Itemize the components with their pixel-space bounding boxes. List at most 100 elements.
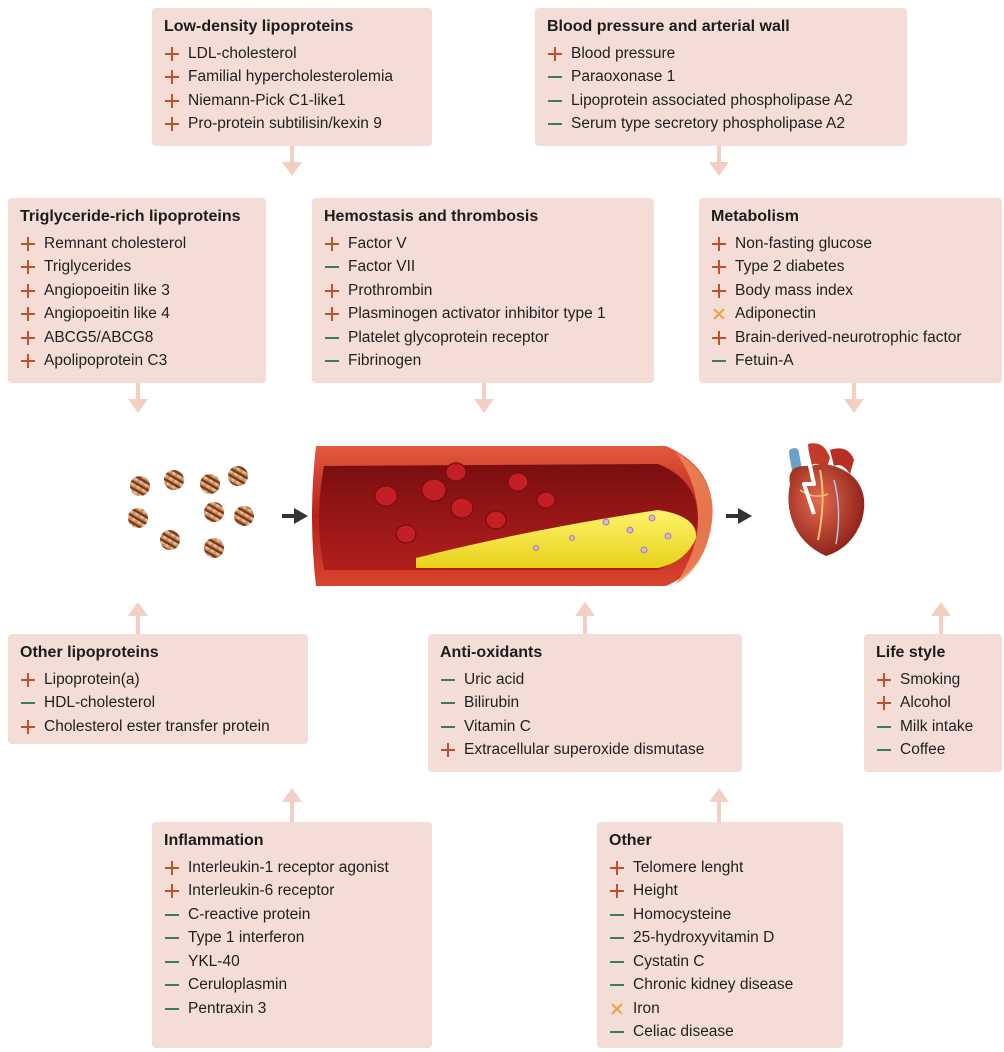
factor-label: Niemann-Pick C1-like1 — [188, 92, 346, 110]
factor-label: Alcohol — [900, 694, 951, 712]
factor-label: Cholesterol ester transfer protein — [44, 718, 270, 736]
factor-item: Platelet glycoprotein receptor — [324, 326, 642, 350]
cross-icon — [711, 306, 727, 322]
factor-item: Lipoprotein(a) — [20, 668, 296, 692]
minus-icon — [876, 742, 892, 758]
factor-label: Body mass index — [735, 282, 853, 300]
plus-icon — [20, 353, 36, 369]
minus-icon — [164, 1001, 180, 1017]
factor-item: Coffee — [876, 739, 990, 763]
factor-item: Non-fasting glucose — [711, 232, 990, 256]
factor-item: Telomere lenght — [609, 856, 831, 880]
factor-item: Bilirubin — [440, 692, 730, 716]
factor-label: Adiponectin — [735, 305, 816, 323]
arrow-hemo-down — [472, 383, 496, 415]
factor-item: LDL-cholesterol — [164, 42, 420, 66]
plus-icon — [440, 742, 456, 758]
factor-label: Platelet glycoprotein receptor — [348, 329, 549, 347]
plus-icon — [711, 330, 727, 346]
factor-label: Familial hypercholesterolemia — [188, 68, 393, 86]
arrow-bp-down — [707, 146, 731, 178]
factor-label: Lipoprotein associated phospholipase A2 — [571, 92, 853, 110]
minus-icon — [609, 1024, 625, 1040]
factor-label: Plasminogen activator inhibitor type 1 — [348, 305, 606, 323]
factor-item: Ceruloplasmin — [164, 974, 420, 998]
factor-item: YKL-40 — [164, 950, 420, 974]
plus-icon — [547, 46, 563, 62]
lipoprotein-particles-illustration — [110, 460, 270, 570]
factor-item: Angiopoeitin like 3 — [20, 279, 254, 303]
factor-item: Brain-derived-neurotrophic factor — [711, 326, 990, 350]
plus-icon — [324, 306, 340, 322]
plus-icon — [20, 719, 36, 735]
factor-item: Smoking — [876, 668, 990, 692]
arrow-artery-to-heart — [726, 506, 754, 526]
factor-label: Non-fasting glucose — [735, 235, 872, 253]
plus-icon — [609, 883, 625, 899]
minus-icon — [324, 330, 340, 346]
factor-item: Homocysteine — [609, 903, 831, 927]
factor-item: Blood pressure — [547, 42, 895, 66]
factor-item: Cystatin C — [609, 950, 831, 974]
cross-icon — [609, 1001, 625, 1017]
factor-item: Uric acid — [440, 668, 730, 692]
factor-label: Fibrinogen — [348, 352, 421, 370]
factor-item: Factor VII — [324, 256, 642, 280]
factor-item: Celiac disease — [609, 1021, 831, 1045]
factor-item: Body mass index — [711, 279, 990, 303]
factor-label: Factor V — [348, 235, 407, 253]
plus-icon — [20, 283, 36, 299]
factor-label: Pentraxin 3 — [188, 1000, 266, 1018]
minus-icon — [324, 353, 340, 369]
factor-item: Angiopoeitin like 4 — [20, 303, 254, 327]
factor-label: Type 1 interferon — [188, 929, 304, 947]
factor-label: C-reactive protein — [188, 906, 310, 924]
factor-item: Remnant cholesterol — [20, 232, 254, 256]
factor-label: 25-hydroxyvitamin D — [633, 929, 774, 947]
factor-item: Adiponectin — [711, 303, 990, 327]
factor-label: Factor VII — [348, 258, 415, 276]
factor-item: Alcohol — [876, 692, 990, 716]
plus-icon — [164, 883, 180, 899]
factor-label: Interleukin-1 receptor agonist — [188, 859, 389, 877]
factor-label: Milk intake — [900, 718, 973, 736]
minus-icon — [164, 930, 180, 946]
factor-item: Iron — [609, 997, 831, 1021]
factor-item: Pentraxin 3 — [164, 997, 420, 1021]
factor-label: Triglycerides — [44, 258, 131, 276]
minus-icon — [609, 954, 625, 970]
factor-label: Angiopoeitin like 3 — [44, 282, 170, 300]
heart-illustration — [770, 440, 880, 560]
box-title: Inflammation — [164, 832, 420, 850]
atherosclerotic-artery-illustration — [306, 438, 718, 590]
factor-label: Vitamin C — [464, 718, 531, 736]
factor-label: Extracellular superoxide dismutase — [464, 741, 704, 759]
factor-item: Serum type secretory phospholipase A2 — [547, 113, 895, 137]
box-title: Low-density lipoproteins — [164, 18, 420, 36]
factor-item: Height — [609, 880, 831, 904]
plus-icon — [20, 236, 36, 252]
box-title: Hemostasis and thrombosis — [324, 208, 642, 226]
minus-icon — [440, 695, 456, 711]
factor-label: LDL-cholesterol — [188, 45, 297, 63]
factor-item: Familial hypercholesterolemia — [164, 66, 420, 90]
minus-icon — [609, 930, 625, 946]
arrow-meta-down — [842, 383, 866, 415]
factor-item: Lipoprotein associated phospholipase A2 — [547, 89, 895, 113]
factor-label: Ceruloplasmin — [188, 976, 287, 994]
factor-item: ABCG5/ABCG8 — [20, 326, 254, 350]
factor-label: Smoking — [900, 671, 960, 689]
plus-icon — [164, 46, 180, 62]
minus-icon — [547, 116, 563, 132]
factor-item: Plasminogen activator inhibitor type 1 — [324, 303, 642, 327]
factor-item: Apolipoprotein C3 — [20, 350, 254, 374]
minus-icon — [547, 69, 563, 85]
minus-icon — [164, 954, 180, 970]
minus-icon — [164, 907, 180, 923]
factor-item: Cholesterol ester transfer protein — [20, 715, 296, 739]
